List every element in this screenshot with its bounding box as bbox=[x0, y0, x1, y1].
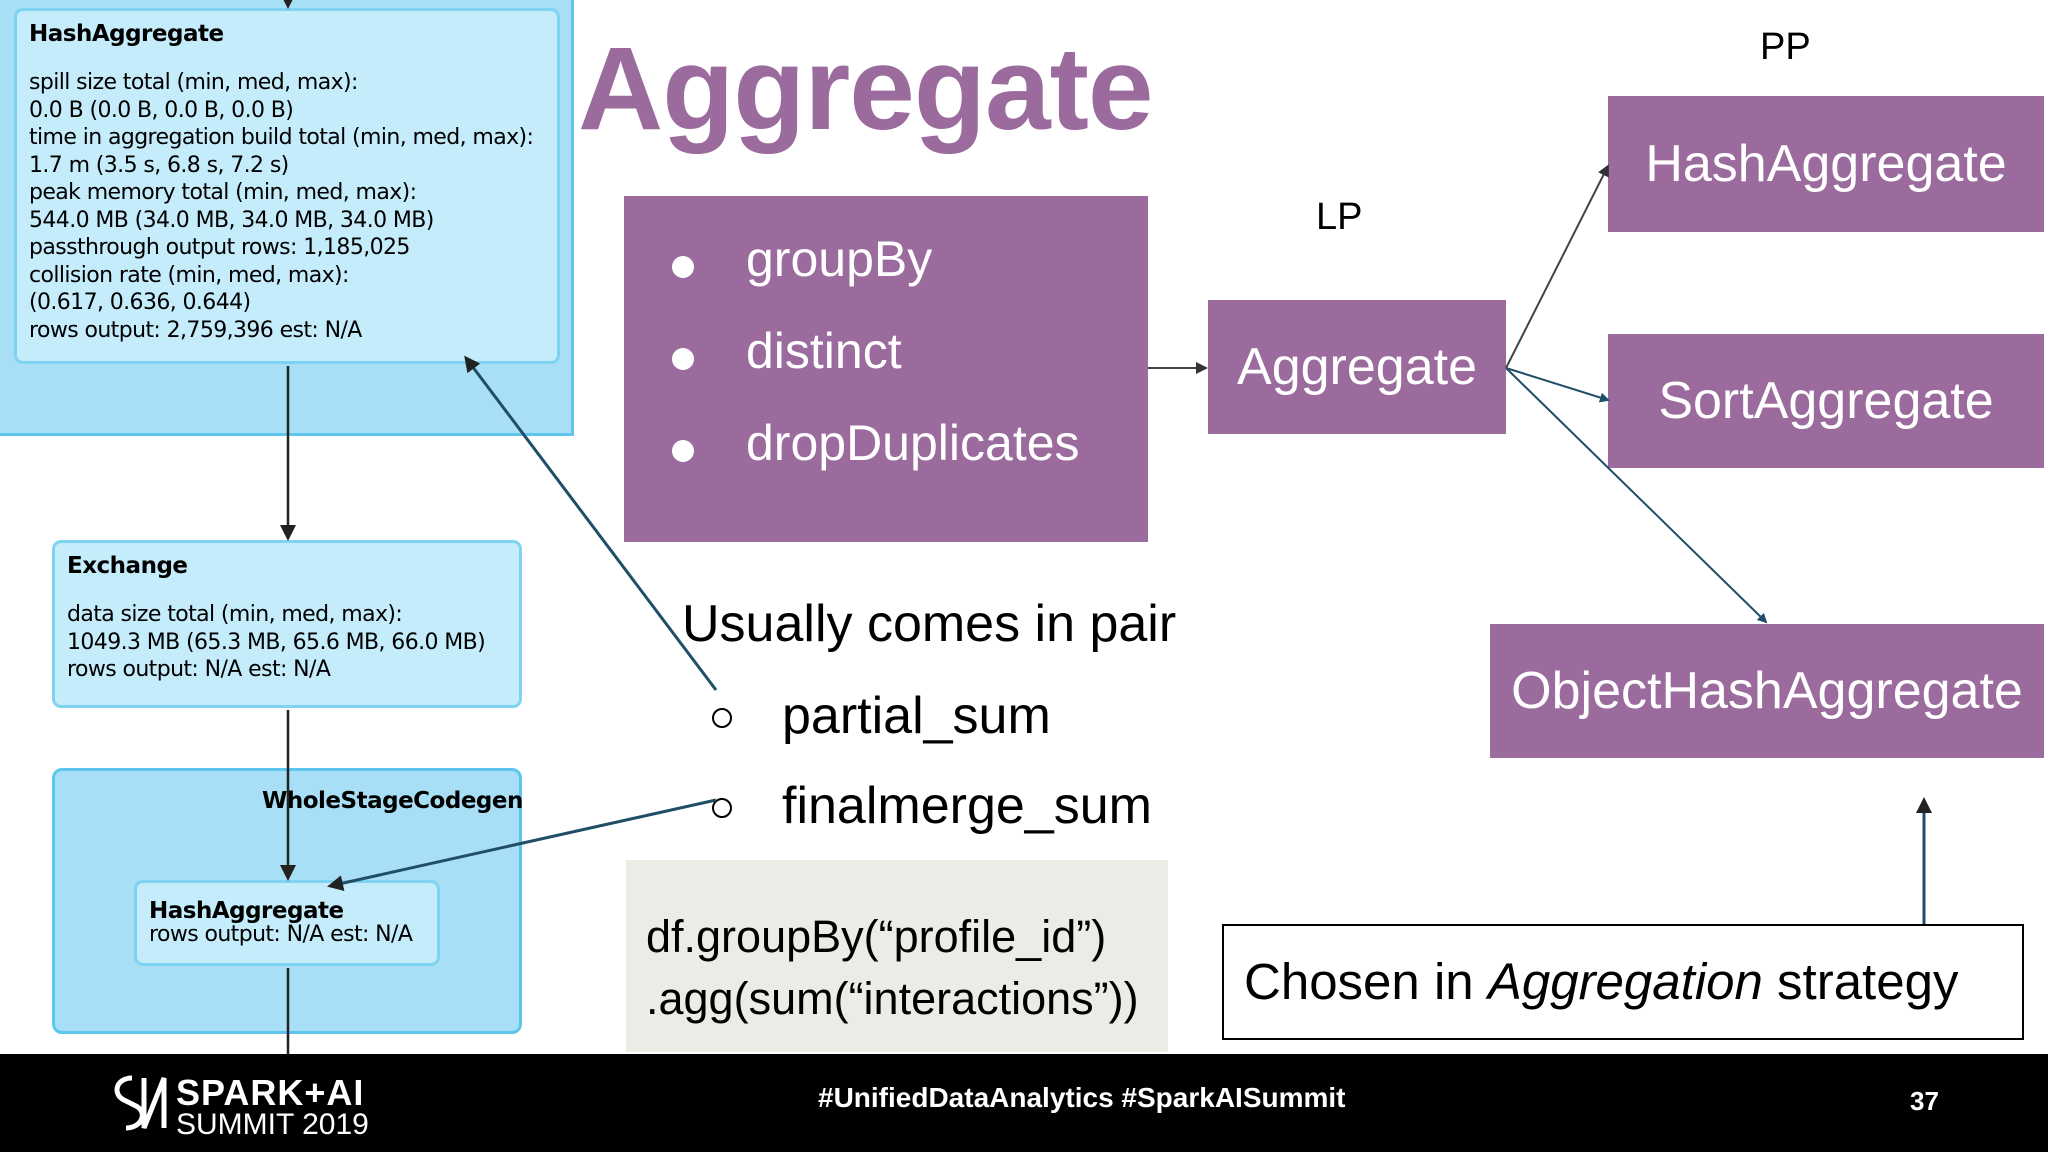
dag-node-exchange[interactable]: Exchange data size total (min, med, max)… bbox=[52, 540, 522, 708]
dag-metric: 0.0 B (0.0 B, 0.0 B, 0.0 B) bbox=[29, 97, 294, 123]
logo-line2: SUMMIT 2019 bbox=[176, 1108, 369, 1141]
pair-heading: Usually comes in pair bbox=[682, 595, 1177, 653]
objecthashaggregate-box: ObjectHashAggregate bbox=[1490, 624, 2044, 758]
list-item: groupBy bbox=[624, 234, 1148, 338]
footer-bar: SPARK+AI SUMMIT 2019 #UnifiedDataAnalyti… bbox=[0, 1054, 2048, 1152]
dag-metric: 544.0 MB (34.0 MB, 34.0 MB, 34.0 MB) bbox=[29, 207, 434, 233]
lp-label: LP bbox=[1316, 196, 1363, 238]
api-name: dropDuplicates bbox=[746, 415, 1080, 471]
code-snippet: df.groupBy(“profile_id”) .agg(sum(“inter… bbox=[626, 860, 1168, 1052]
dag-metric: passthrough output rows: 1,185,025 bbox=[29, 235, 410, 260]
dag-metric: time in aggregation build total (min, me… bbox=[29, 125, 534, 150]
bullet-icon bbox=[672, 348, 694, 370]
dag-metric: rows output: 2,759,396 est: N/A bbox=[29, 317, 362, 343]
bullet-icon bbox=[672, 440, 694, 462]
strategy-suffix: strategy bbox=[1762, 953, 1959, 1010]
dag-node-title: Exchange bbox=[67, 553, 188, 579]
dag-node-hashaggregate-inner[interactable]: HashAggregate rows output: N/A est: N/A bbox=[134, 880, 440, 966]
api-list-box: groupBy distinct dropDuplicates bbox=[624, 196, 1148, 542]
strategy-prefix: Chosen in bbox=[1244, 953, 1488, 1010]
logo-line1: SPARK+AI bbox=[176, 1072, 365, 1113]
bullet-icon bbox=[672, 256, 694, 278]
to-sortaggregate-arrow bbox=[1505, 367, 1610, 403]
hollow-bullet-icon bbox=[712, 798, 732, 818]
dag-node-hashaggregate-top[interactable]: HashAggregate spill size total (min, med… bbox=[14, 8, 560, 364]
slide-title: Aggregate bbox=[578, 23, 1154, 155]
api-name: groupBy bbox=[746, 231, 933, 287]
dag-metric: rows output: N/A est: N/A bbox=[149, 922, 413, 947]
code-line: .agg(sum(“interactions”)) bbox=[646, 973, 1139, 1024]
dag-metric: spill size total (min, med, max): bbox=[29, 70, 358, 95]
dag-metric: collision rate (min, med, max): bbox=[29, 262, 349, 288]
pair-item-label: finalmerge_sum bbox=[782, 777, 1152, 835]
strategy-emphasis: Aggregation bbox=[1487, 953, 1763, 1010]
logical-aggregate-box: Aggregate bbox=[1208, 300, 1506, 434]
strategy-callout: Chosen in Aggregation strategy bbox=[1222, 924, 2024, 1040]
hashtags: #UnifiedDataAnalytics #SparkAISummit bbox=[818, 1082, 1346, 1113]
dag-metric: 1.7 m (3.5 s, 6.8 s, 7.2 s) bbox=[29, 152, 289, 178]
code-line: df.groupBy(“profile_id”) bbox=[646, 911, 1107, 962]
dag-metric: rows output: N/A est: N/A bbox=[67, 657, 331, 682]
hashaggregate-box: HashAggregate bbox=[1608, 96, 2044, 232]
to-hashaggregate-arrow bbox=[1505, 164, 1609, 369]
dag-metric: peak memory total (min, med, max): bbox=[29, 180, 417, 205]
page-number: 37 bbox=[1910, 1086, 1939, 1116]
api-name: distinct bbox=[746, 323, 902, 379]
hollow-bullet-icon bbox=[712, 708, 732, 728]
dag-metric: data size total (min, med, max): bbox=[67, 602, 403, 627]
pp-label: PP bbox=[1760, 26, 1811, 68]
dag-metric: (0.617, 0.636, 0.644) bbox=[29, 290, 251, 315]
dag-node-title: HashAggregate bbox=[149, 898, 344, 924]
list-item: dropDuplicates bbox=[624, 418, 1148, 522]
sortaggregate-box: SortAggregate bbox=[1608, 334, 2044, 468]
pair-item-label: partial_sum bbox=[782, 687, 1051, 745]
cluster-label: WholeStageCodegen bbox=[262, 788, 523, 814]
dag-metric: 1049.3 MB (65.3 MB, 65.6 MB, 66.0 MB) bbox=[67, 629, 486, 655]
spark-ai-logo-icon bbox=[114, 1075, 167, 1131]
dag-node-title: HashAggregate bbox=[29, 21, 224, 47]
